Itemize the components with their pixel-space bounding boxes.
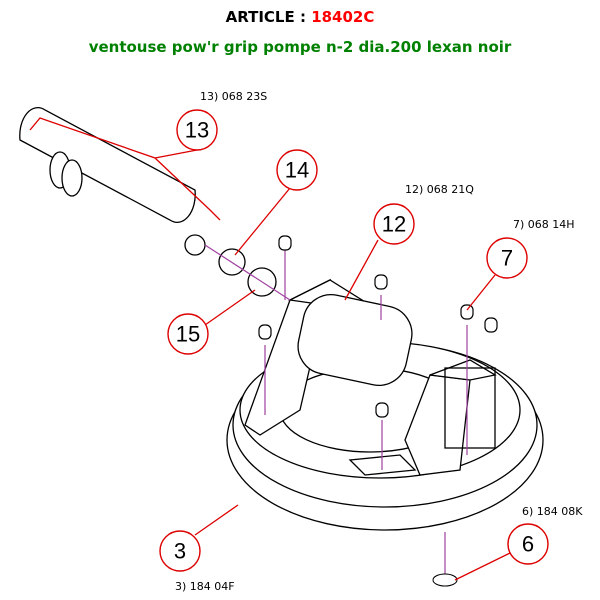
screws [258,235,498,418]
part-ref-7: 7) 068 14H [513,218,575,231]
part-ref-3: 3) 184 04F [175,580,235,593]
svg-text:15: 15 [176,322,200,347]
callout-15: 15 [167,313,209,355]
svg-text:6: 6 [522,532,534,557]
part-ref-6: 6) 184 08K [522,505,583,518]
callout-13: 13 [176,109,218,151]
part-ref-12: 12) 068 21Q [405,183,474,196]
article-number: 18402C [311,8,375,26]
article-description: ventouse pow'r grip pompe n-2 dia.200 le… [88,38,512,56]
part-ref-13: 13) 068 23S [200,90,268,103]
svg-text:14: 14 [285,158,309,183]
guide-lines [204,244,468,575]
callout-3: 3 [159,530,201,572]
part-6-pad [432,573,458,587]
callout-12: 12 [373,203,415,245]
pump-cylinder [19,107,277,297]
callout-6: 6 [507,523,549,565]
article-label: ARTICLE : [225,8,306,26]
svg-text:7: 7 [501,246,513,271]
handle [244,278,497,476]
leader-lines [29,117,511,581]
svg-text:3: 3 [174,539,186,564]
svg-text:12: 12 [382,212,406,237]
callout-14: 14 [276,149,318,191]
article-title: ARTICLE : 18402C [0,8,600,26]
svg-text:13: 13 [185,118,209,143]
callout-7: 7 [486,237,528,279]
